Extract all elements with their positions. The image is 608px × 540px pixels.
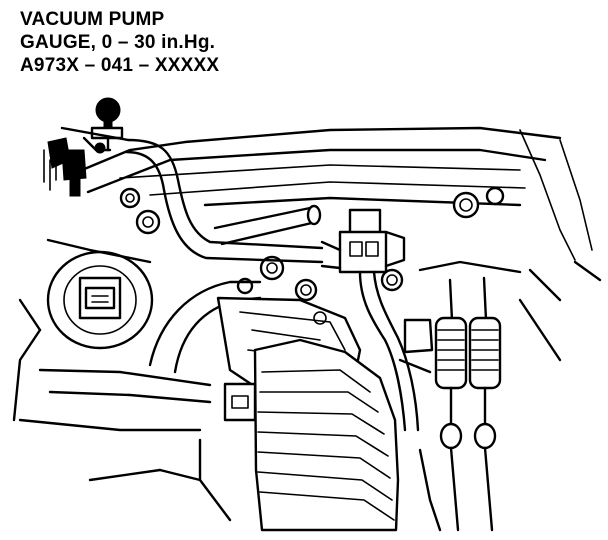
callout-line-tool-name: VACUUM PUMP: [20, 9, 165, 30]
manifold-bolts: [119, 186, 505, 302]
intake-air-duct: [253, 338, 400, 532]
lower-left-lines: [18, 368, 257, 522]
manifold-frame: [68, 126, 602, 282]
vacuum-port-pipe: [213, 204, 322, 246]
right-bracket: [398, 268, 562, 532]
vacuum-pump-gauge: [43, 97, 130, 197]
callout-line-part-number: A973X – 041 – XXXXX: [20, 55, 220, 76]
vacuum-hose: [124, 138, 324, 264]
callout-line-gauge-range: GAUGE, 0 – 30 in.Hg.: [20, 32, 216, 53]
map-sensor-connector: [320, 208, 420, 432]
tool-callout-label: VACUUM PUMP GAUGE, 0 – 30 in.Hg. A973X –…: [20, 8, 219, 77]
left-sensor-housing: [12, 238, 154, 422]
throttle-cables: [418, 260, 522, 532]
